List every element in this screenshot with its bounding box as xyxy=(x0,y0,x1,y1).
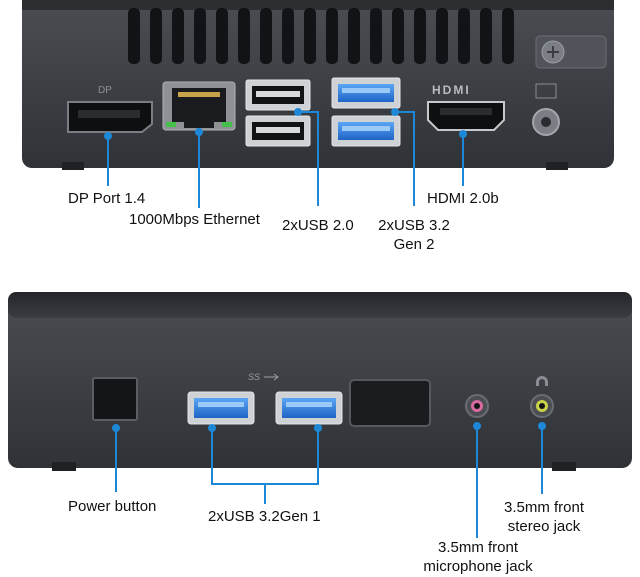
usb3-gen2-ports-icon xyxy=(331,77,401,147)
dp-silkscreen: DP xyxy=(98,85,112,96)
label-usb32-gen2-line1: 2xUSB 3.2 xyxy=(378,217,450,234)
label-stereo-jack-line2: stereo jack xyxy=(507,517,581,535)
label-dp-port: DP Port 1.4 xyxy=(68,190,146,207)
dc-power-jack-icon xyxy=(532,83,560,136)
front-callout-lines xyxy=(112,422,546,538)
ss-silkscreen: SS xyxy=(248,372,260,382)
label-hdmi: HDMI 2.0b xyxy=(427,190,499,207)
label-mic-jack-line2: microphone jack xyxy=(423,557,533,575)
microphone-jack-icon xyxy=(465,394,489,418)
label-usb2: 2xUSB 2.0 xyxy=(282,217,354,234)
rear-vent-grille xyxy=(128,8,514,64)
label-power-button: Power button xyxy=(68,498,157,515)
label-usb32-gen1: 2xUSB 3.2Gen 1 xyxy=(208,508,321,525)
usb3-gen1-ports-icon: SS xyxy=(187,372,343,425)
ethernet-port-icon xyxy=(162,81,236,131)
label-usb32-gen2: 2xUSB 3.2 Gen 2 xyxy=(376,217,452,255)
displayport-icon: DP xyxy=(67,85,153,133)
power-button-icon xyxy=(92,377,138,421)
headphone-jack-icon xyxy=(530,376,554,418)
label-stereo-jack-line1: 3.5mm front xyxy=(503,499,585,516)
label-mic-jack-line1: 3.5mm front xyxy=(437,539,519,556)
kensington-lock-icon xyxy=(535,35,607,69)
label-usb32-gen2-line2: Gen 2 xyxy=(393,235,435,253)
label-ethernet: 1000Mbps Ethernet xyxy=(129,211,260,228)
usb2-ports-icon xyxy=(245,79,311,147)
hdmi-port-icon: HDMI xyxy=(427,83,505,131)
label-microphone-jack: 3.5mm front microphone jack xyxy=(416,539,540,577)
label-stereo-jack: 3.5mm front stereo jack xyxy=(494,499,594,537)
hdmi-silkscreen: HDMI xyxy=(432,83,471,97)
rear-callout-lines xyxy=(104,108,467,208)
sensor-window-icon xyxy=(349,379,431,427)
